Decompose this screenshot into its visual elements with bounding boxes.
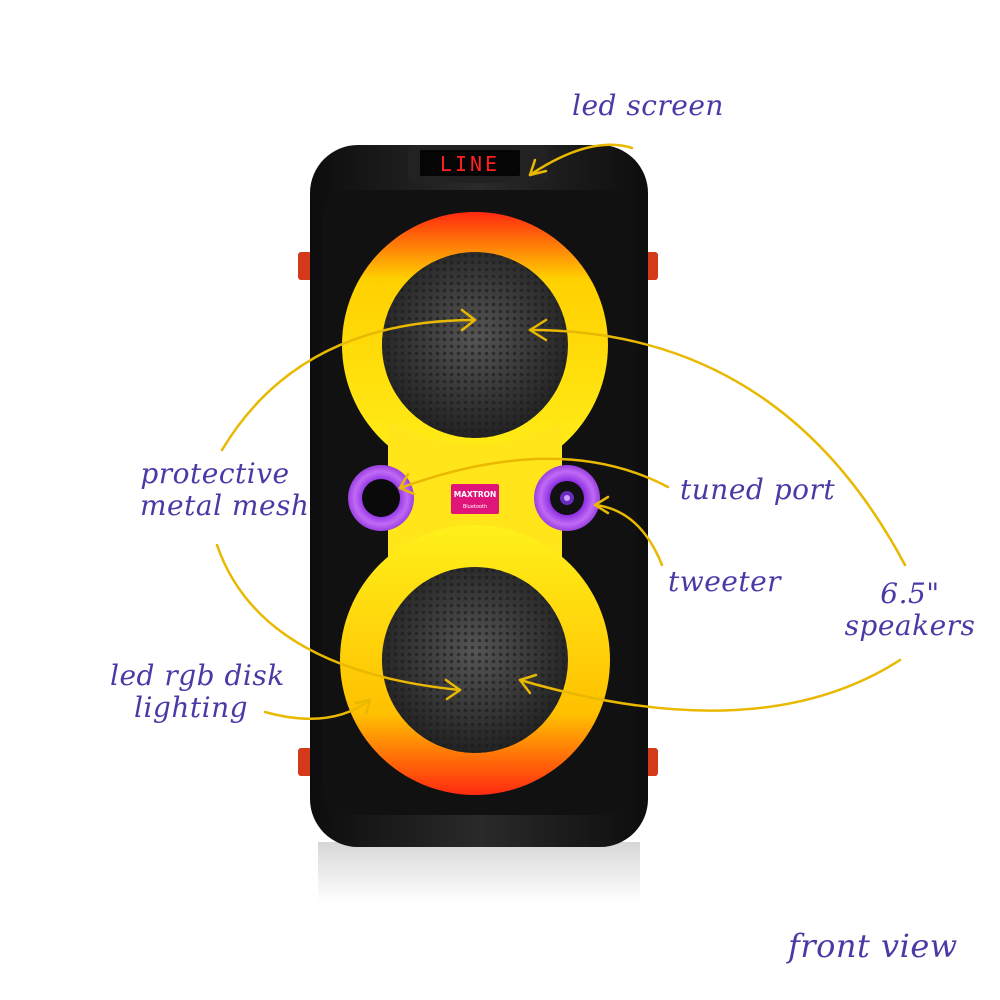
label-speakers: 6.5" speakers	[840, 578, 980, 642]
label-led-rgb-line1: led rgb disk	[110, 659, 285, 692]
label-protective-line1: protective	[140, 457, 290, 490]
arrow-speakers-bottom	[518, 658, 902, 712]
label-tweeter: tweeter	[668, 565, 782, 598]
brand-badge-subtext: Bluetooth	[463, 504, 487, 510]
label-led-screen: led screen	[572, 89, 724, 122]
floor-reflection	[318, 842, 640, 902]
label-protective-line2: metal mesh	[140, 489, 310, 522]
label-protective-mesh: protective metal mesh	[140, 457, 310, 522]
label-tuned-port: tuned port	[680, 473, 836, 506]
brand-badge	[451, 484, 499, 514]
handle-tab	[298, 748, 312, 776]
label-led-rgb-line2: lighting	[134, 691, 249, 724]
handle-tab	[298, 252, 312, 280]
led-display-text: LINE	[440, 152, 500, 176]
arrow-tuned-port	[398, 457, 670, 490]
arrow-mesh-bottom	[215, 543, 462, 692]
label-speakers-line2: speakers	[844, 609, 976, 642]
arrow-mesh-top	[220, 318, 477, 452]
arrow-led-screen	[528, 143, 634, 177]
label-speakers-line1: 6.5"	[880, 577, 940, 610]
brand-badge-text: MAXTRON	[454, 490, 497, 499]
arrow-led-rgb	[263, 698, 372, 720]
arrow-tweeter	[593, 503, 664, 567]
arrow-speakers-top	[528, 328, 907, 567]
annotation-arrows	[215, 143, 907, 720]
led-display	[420, 150, 520, 176]
label-led-rgb: led rgb disk lighting	[110, 660, 285, 724]
label-front-view: front view	[788, 927, 958, 965]
